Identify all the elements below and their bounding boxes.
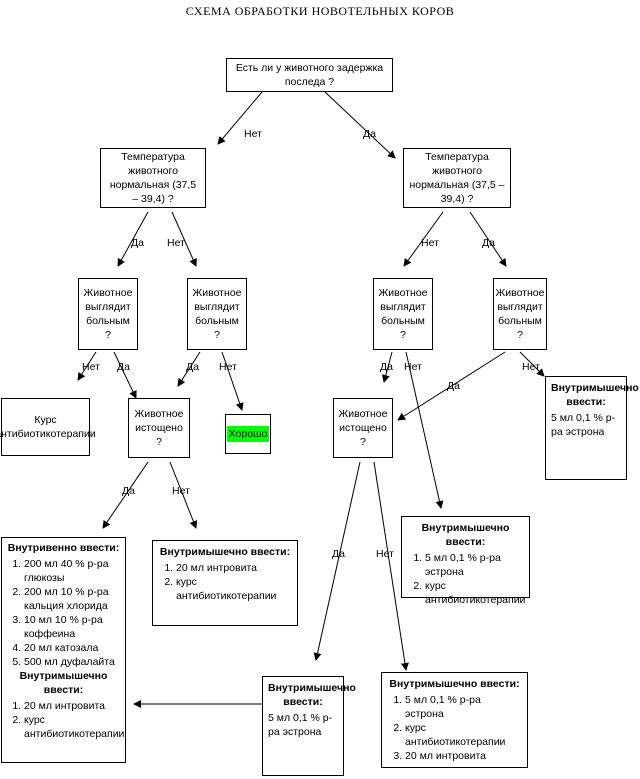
list-item: курс антибиотикотерапии — [405, 721, 522, 749]
arrow-temp-left-no — [171, 211, 197, 267]
arrow-sick3-yes — [381, 351, 393, 383]
exhausted-question-left: Животное истощено ? — [128, 398, 190, 458]
arrow-exh-left-yes — [102, 461, 149, 529]
arrow-sick2-yes — [177, 351, 201, 387]
arrow-sick4-no — [519, 351, 545, 377]
list-item: 20 мл катозала — [24, 641, 121, 655]
estrone-box-top: Внутримышечно ввести: 5 мл 0,1 % р-ра эс… — [545, 376, 639, 480]
arrow-temp-left-yes — [117, 211, 149, 267]
good-label: Хорошо — [226, 426, 270, 442]
antibiotic-course-box: Курс антибиотикотерапии — [0, 398, 96, 456]
arrow-exh-right-yes — [313, 461, 361, 661]
intramuscular-list: 20 мл интровита курс антибиотикотерапии — [6, 699, 124, 741]
label-no: Нет — [172, 485, 190, 497]
sick-question-1: Животное выглядит больным ? — [78, 278, 138, 350]
label-yes: Да — [186, 361, 199, 373]
label-no: Нет — [82, 361, 100, 373]
intravenous-treatment-box: Внутривенно ввести: 200 мл 40 % р-ра глю… — [1, 537, 126, 763]
placenta-question: Есть ли у животного задержка последа ? — [226, 58, 393, 92]
label-no: Нет — [219, 361, 237, 373]
label-no: Нет — [244, 128, 262, 140]
list-item: 5 мл 0,1 % р-ра эстрона — [425, 551, 524, 579]
label-yes: Да — [131, 237, 144, 249]
label-yes: Да — [363, 128, 376, 140]
label-yes: Да — [482, 237, 495, 249]
label-yes: Да — [332, 548, 345, 560]
label-no: Нет — [167, 237, 185, 249]
arrow-temp-right-yes — [469, 211, 507, 267]
list-item: 20 мл интровита — [405, 749, 522, 763]
arrow-placenta-no — [217, 91, 263, 145]
list-item: 10 мл 10 % р-ра коффеина — [24, 613, 121, 641]
list-item: 20 мл интровита — [176, 561, 292, 575]
intravenous-list: 200 мл 40 % р-ра глюкозы 200 мл 10 % р-р… — [6, 557, 121, 669]
arrow-exh-right-no — [373, 461, 409, 671]
sick-question-4: Животное выглядит больным ? — [493, 278, 547, 350]
arrow-placenta-yes — [324, 91, 396, 159]
arrow-exh-left-no — [169, 461, 198, 529]
arrow-temp-right-no — [403, 211, 444, 267]
list-item: 200 мл 40 % р-ра глюкозы — [24, 557, 121, 585]
sick-question-2: Животное выглядит больным ? — [187, 278, 247, 350]
arrow-sick2-no — [221, 351, 244, 411]
list-item: 20 мл интровита — [24, 699, 121, 713]
diagram-title: СХЕМА ОБРАБОТКИ НОВОТЕЛЬНЫХ КОРОВ — [185, 4, 455, 18]
introvit-treatment-box: Внутримышечно ввести: 20 мл интровита ку… — [152, 540, 298, 626]
label-no: Нет — [376, 548, 394, 560]
label-yes: Да — [447, 380, 460, 392]
arrow-sick3-no — [405, 351, 444, 509]
list-item: курс антибиотикотерапии — [425, 579, 525, 607]
label-yes: Да — [122, 485, 135, 497]
estrone-box-bottom: Внутримышечно ввести: 5 мл 0,1 % р-ра эс… — [262, 676, 356, 776]
arrow-sick4-yes — [397, 351, 506, 421]
label-yes: Да — [380, 361, 393, 373]
temperature-question-right: Температура животного нормальная (37,5 –… — [403, 148, 511, 208]
full-intramuscular-box: Внутримышечно ввести: 5 мл 0,1 % р-ра эс… — [381, 672, 528, 768]
list-item: 500 мл дуфалайта — [24, 655, 121, 669]
label-no: Нет — [404, 361, 422, 373]
label-no: Нет — [522, 361, 540, 373]
list-item: 5 мл 0,1 % р-ра эстрона — [405, 693, 522, 721]
list-item: курс антибиотикотерапии — [24, 713, 124, 741]
label-no: Нет — [421, 237, 439, 249]
estrone-antibiotic-box: Внутримышечно ввести: 5 мл 0,1 % р-ра эс… — [401, 516, 530, 606]
temperature-question-left: Температура животного нормальная (37,5 –… — [100, 148, 206, 208]
good-box: Хорошо — [225, 414, 271, 454]
sick-question-3: Животное выглядит больным ? — [373, 278, 433, 350]
list-item: курс антибиотикотерапии — [176, 575, 292, 603]
label-yes: Да — [117, 361, 130, 373]
list-item: 200 мл 10 % р-ра кальция хлорида — [24, 585, 121, 613]
arrow-sick1-yes — [113, 351, 137, 399]
arrow-sick1-no — [77, 351, 97, 381]
exhausted-question-right: Животное истощено ? — [333, 398, 393, 458]
